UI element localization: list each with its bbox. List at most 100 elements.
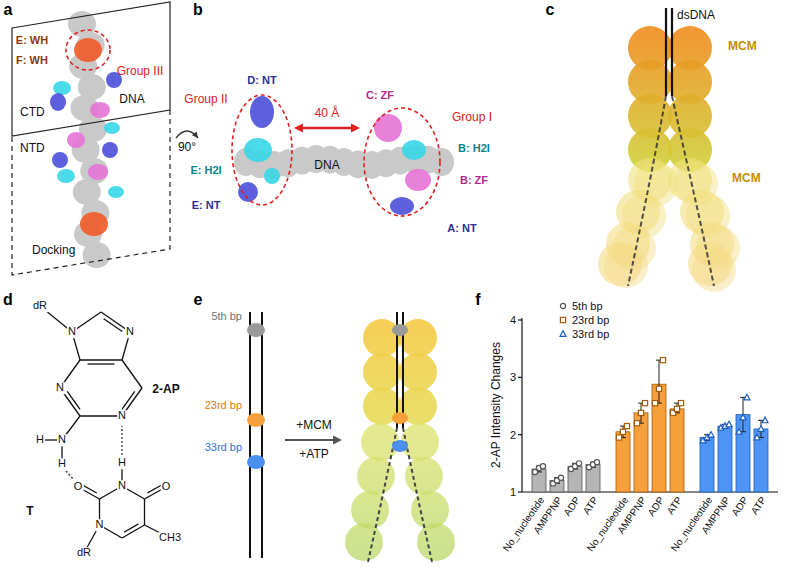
subunit-density xyxy=(250,96,274,128)
group-outline xyxy=(232,95,292,205)
group-outline xyxy=(66,30,110,70)
mcm-lobe xyxy=(363,319,401,357)
data-point xyxy=(674,406,679,411)
subunit-density xyxy=(238,182,258,202)
dna-strand xyxy=(261,312,263,558)
distance-arrow xyxy=(300,127,354,130)
mcm-lobe xyxy=(417,523,455,561)
data-point xyxy=(762,417,768,423)
axis-tick: 3 xyxy=(510,371,516,384)
mcm-hexamer: MCM xyxy=(610,26,780,176)
atom-label: N xyxy=(95,519,105,531)
subunit-density xyxy=(104,122,120,134)
data-point xyxy=(678,401,683,406)
legend-marker xyxy=(558,315,568,325)
legend-marker xyxy=(558,301,568,311)
subunit-density xyxy=(88,164,108,180)
bar-chart xyxy=(518,318,778,492)
subunit-label: B: H2I xyxy=(458,142,490,155)
data-point xyxy=(594,460,599,465)
bp-marker xyxy=(247,413,265,427)
subunit-density xyxy=(53,81,71,95)
data-point xyxy=(736,429,742,435)
dna-label: DNA xyxy=(314,159,339,173)
data-point xyxy=(656,386,661,391)
subunit-density xyxy=(102,142,118,158)
data-point xyxy=(744,394,750,400)
atom-label: dR xyxy=(32,300,48,312)
subunit-density xyxy=(67,132,85,148)
panel-letter: f xyxy=(475,291,480,309)
node-shape xyxy=(590,150,780,288)
subunit-density xyxy=(390,197,414,215)
axis-tick-mark xyxy=(518,491,522,492)
group-outline xyxy=(364,108,440,216)
subunit-density xyxy=(57,169,75,183)
legend-item: 33rd bp xyxy=(558,327,609,341)
dna-density xyxy=(430,148,454,176)
mcm-lobe xyxy=(399,319,437,357)
panel-letter: e xyxy=(194,291,203,309)
dna-strand xyxy=(665,8,667,96)
atom-label: N xyxy=(67,326,77,338)
panel-letter: a xyxy=(4,1,13,19)
data-point xyxy=(624,423,629,428)
dna-strand xyxy=(628,96,666,286)
data-point xyxy=(758,426,764,432)
panel-letter: c xyxy=(546,1,555,19)
subunit-density xyxy=(374,114,402,142)
bp-label: 23rd bp xyxy=(205,399,242,412)
subunit-label: E: H2I xyxy=(190,164,221,177)
bond-line xyxy=(147,485,161,493)
molecule-label: T xyxy=(26,505,33,519)
subunit-label: F: WH xyxy=(16,54,48,67)
subunit-label: C: ZF xyxy=(366,89,394,102)
mcm-lobe xyxy=(363,353,401,391)
legend-text: 5th bp xyxy=(572,300,603,312)
arrow-head xyxy=(333,436,342,445)
data-point xyxy=(708,431,714,437)
data-point xyxy=(616,435,621,440)
mcm-lobe xyxy=(345,523,383,561)
group-label: Group III xyxy=(117,65,164,79)
category-label: ATP xyxy=(665,495,685,517)
data-point xyxy=(634,421,639,426)
density-map-side xyxy=(50,11,124,268)
category-label: ADP xyxy=(729,495,750,518)
data-point xyxy=(642,401,647,406)
arrow-head xyxy=(192,131,198,138)
subunit-density xyxy=(74,38,102,62)
bp-label: 33rd bp xyxy=(205,441,242,454)
axis-tick-mark xyxy=(518,434,522,435)
subunit-density xyxy=(80,212,108,236)
axis-tick: 4 xyxy=(510,314,516,327)
subunit-density xyxy=(264,168,280,184)
rotation-arc xyxy=(176,131,198,138)
complex-label: MCM xyxy=(728,40,757,54)
dna-label: dsDNA xyxy=(677,9,715,23)
data-point xyxy=(754,434,760,440)
data-point xyxy=(620,429,625,434)
complex-label: MCM xyxy=(732,172,761,186)
reaction-arrow xyxy=(285,439,334,441)
data-point xyxy=(740,414,746,420)
mcm-lobe xyxy=(399,353,437,391)
domain-plane: NTD Docking xyxy=(10,108,174,278)
atom-label: dR xyxy=(76,547,92,559)
bond-line xyxy=(80,415,122,416)
rotation-arrow xyxy=(176,131,198,138)
condition-label: +ATP xyxy=(299,448,328,462)
condition-label: +MCM xyxy=(296,419,332,433)
panel-letter: b xyxy=(193,1,203,19)
bar xyxy=(718,426,732,492)
data-point xyxy=(560,317,565,322)
domain-label: Docking xyxy=(32,244,75,258)
atom-label: N xyxy=(57,434,67,446)
domain-label: NTD xyxy=(20,142,45,156)
bp-marker xyxy=(247,455,265,469)
arrow-head xyxy=(294,124,303,133)
hydrogen-bond xyxy=(121,426,122,455)
legend-text: 33rd bp xyxy=(572,328,609,340)
subunit-density xyxy=(405,169,431,191)
bar xyxy=(754,429,768,492)
